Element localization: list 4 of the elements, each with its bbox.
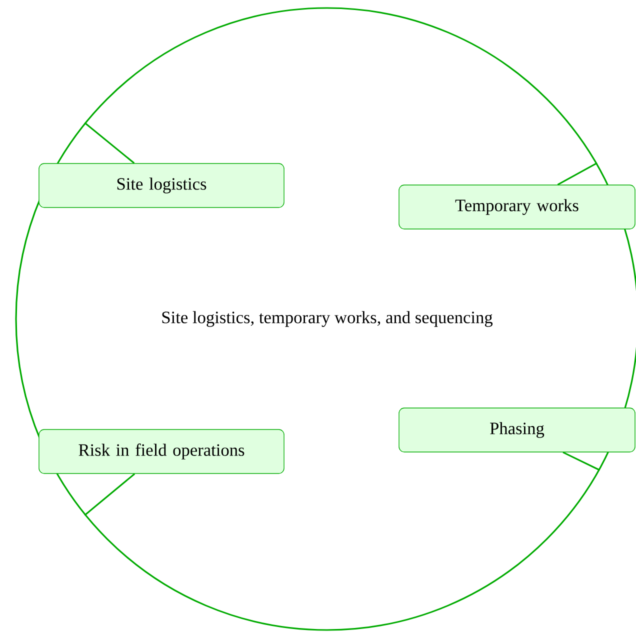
connector-line — [84, 473, 136, 516]
connector-line — [84, 122, 135, 164]
connector-line — [562, 452, 600, 471]
connector-line — [557, 162, 598, 186]
